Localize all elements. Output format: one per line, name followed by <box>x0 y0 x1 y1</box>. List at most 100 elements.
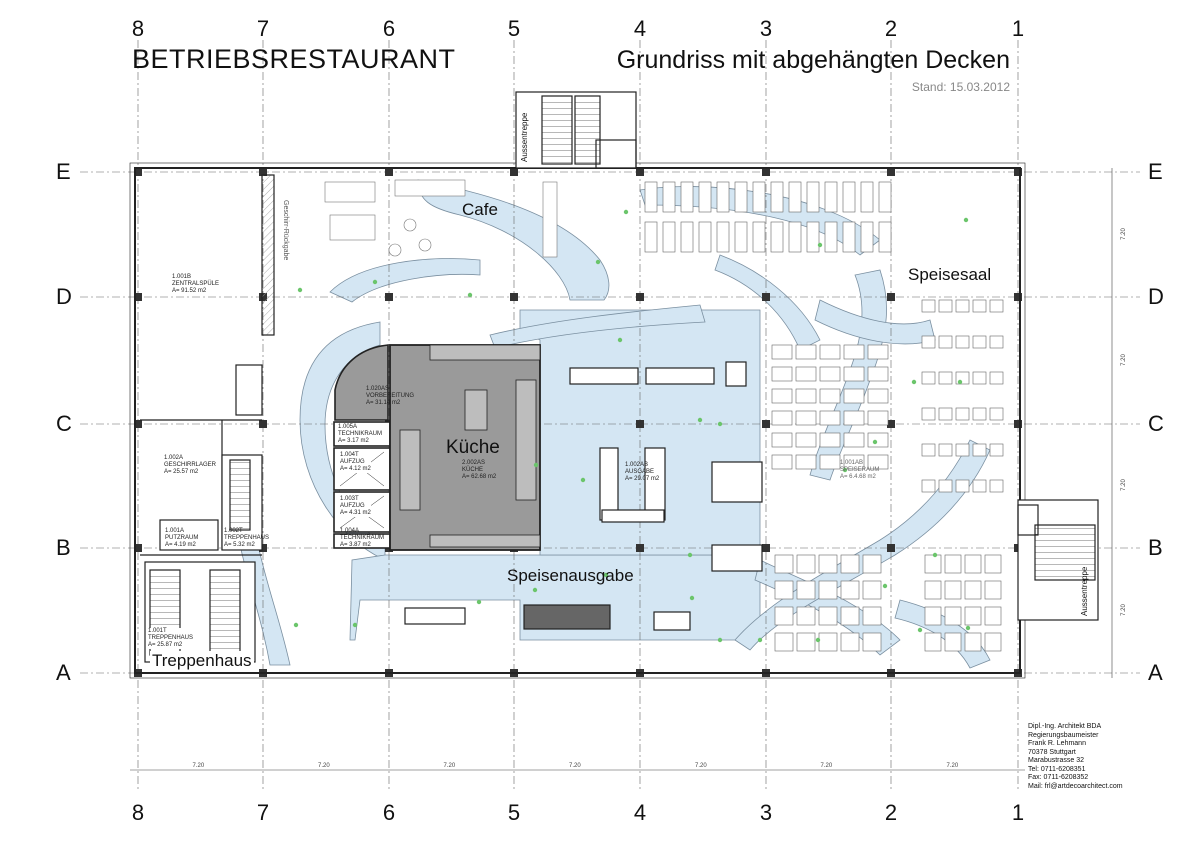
room-speisenausgabe: Speisenausgabe <box>507 566 634 585</box>
dining-table <box>964 580 982 600</box>
dining-table <box>921 407 936 421</box>
column-marker <box>887 168 895 176</box>
dining-table <box>840 554 860 574</box>
dining-table <box>824 221 838 253</box>
light-point <box>603 572 609 578</box>
architect-line: Fax: 0711-6208352 <box>1028 774 1089 781</box>
right-stair <box>1017 499 1099 621</box>
column-marker <box>510 168 518 176</box>
axis-letter-label: D <box>1148 284 1164 309</box>
axis-number-label: 3 <box>759 16 773 41</box>
dining-table <box>818 632 838 652</box>
dining-table <box>774 580 794 600</box>
dining-table <box>860 221 874 253</box>
light-point <box>817 242 823 248</box>
dining-table <box>867 388 889 404</box>
light-point <box>476 599 482 605</box>
axis-number-label: 2 <box>884 800 898 825</box>
dining-table <box>989 299 1004 313</box>
dining-table <box>680 221 694 253</box>
dimension-label: 7.20 <box>318 763 330 769</box>
dining-table <box>944 606 962 626</box>
dining-table <box>938 335 953 349</box>
dining-table <box>944 554 962 574</box>
kitchen-block <box>334 344 541 551</box>
dimension-label: 7.20 <box>946 763 959 769</box>
dining-table <box>818 606 838 626</box>
light-point <box>352 622 358 628</box>
dining-table <box>840 580 860 600</box>
dimension-lines <box>130 168 1113 771</box>
dining-table <box>795 432 817 448</box>
dining-table <box>774 632 794 652</box>
dimension-label: 7.20 <box>192 763 205 769</box>
dining-table <box>964 632 982 652</box>
dining-table <box>771 410 793 426</box>
light-point <box>372 279 378 285</box>
dining-table <box>944 632 962 652</box>
dining-table <box>842 181 856 213</box>
dining-table <box>734 181 748 213</box>
axis-number-label: 5 <box>507 800 521 825</box>
dining-table <box>796 554 816 574</box>
dining-table <box>771 366 793 382</box>
dining-table <box>867 344 889 360</box>
project-title: BETRIEBSRESTAURANT <box>132 44 456 74</box>
light-point <box>757 637 763 643</box>
dining-table <box>955 407 970 421</box>
column-marker <box>1014 420 1022 428</box>
light-point <box>957 379 963 385</box>
axis-number-label: 6 <box>382 16 396 41</box>
dining-table <box>806 181 820 213</box>
dining-table <box>989 335 1004 349</box>
dining-table <box>862 632 882 652</box>
dining-table <box>921 299 936 313</box>
dining-table <box>771 432 793 448</box>
dining-table <box>819 454 841 470</box>
dining-table <box>795 366 817 382</box>
dining-table <box>972 479 987 493</box>
architect-line: Regierungsbaumeister <box>1028 731 1099 739</box>
dining-table <box>843 410 865 426</box>
dining-table <box>752 181 766 213</box>
dining-table <box>989 479 1004 493</box>
column-marker <box>510 293 518 301</box>
light-point <box>965 625 971 631</box>
light-points <box>293 209 971 643</box>
dining-table <box>795 454 817 470</box>
dining-table <box>698 221 712 253</box>
axis-number-label: 3 <box>759 800 773 825</box>
axis-number-label: 4 <box>633 16 647 41</box>
architect-line: Frank R. Lehmann <box>1028 740 1086 747</box>
service-wing <box>140 174 275 663</box>
dimension-label: 7.20 <box>443 763 456 769</box>
light-point <box>717 421 723 427</box>
architect-line: Mail: frl@artdecoarchitect.com <box>1028 782 1123 790</box>
dining-table <box>955 479 970 493</box>
dining-table <box>938 479 953 493</box>
dining-table <box>955 443 970 457</box>
column-marker <box>385 168 393 176</box>
dining-table <box>819 432 841 448</box>
column-marker <box>636 168 644 176</box>
column-marker <box>134 544 142 552</box>
axis-number-label: 8 <box>131 800 145 825</box>
dining-table <box>944 580 962 600</box>
dining-table <box>867 454 889 470</box>
dining-table <box>774 554 794 574</box>
column-marker <box>887 293 895 301</box>
dining-table <box>842 221 856 253</box>
light-point <box>533 462 539 468</box>
dining-table <box>924 632 942 652</box>
dining-table <box>984 606 1002 626</box>
light-point <box>963 217 969 223</box>
dining-table <box>795 344 817 360</box>
light-point <box>815 637 821 643</box>
axis-letter-label: A <box>56 660 71 685</box>
light-point <box>595 259 601 265</box>
dining-table <box>921 371 936 385</box>
axis-number-label: 6 <box>382 800 396 825</box>
